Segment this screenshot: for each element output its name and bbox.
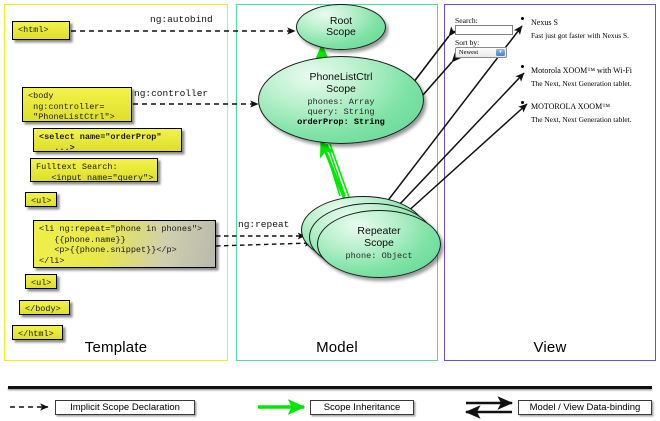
edge-label-repeat: ng:repeat bbox=[238, 219, 290, 230]
code-box-html-open: <html> bbox=[12, 21, 70, 40]
scope-root: Root Scope bbox=[296, 4, 386, 50]
edge-label-autobind: ng:autobind bbox=[150, 14, 213, 25]
phone-name: MOTOROLA XOOM™ bbox=[531, 102, 611, 111]
legend-item-databinding: Model / View Data-binding bbox=[518, 400, 652, 415]
legend-item-inheritance: Scope Inheritance bbox=[310, 400, 414, 415]
scope-root-title: Root Scope bbox=[326, 14, 356, 38]
list-item[interactable]: Nexus S bbox=[531, 12, 558, 30]
list-bullet bbox=[521, 101, 524, 104]
panel-view-label: View bbox=[533, 339, 567, 356]
panel-template-label: Template bbox=[84, 339, 148, 356]
code-box-search-input: Fulltext Search: <input name="query"> bbox=[30, 158, 158, 183]
view-search-label: Search: bbox=[455, 16, 478, 25]
search-input[interactable] bbox=[455, 25, 513, 35]
panel-model-label: Model bbox=[316, 339, 358, 356]
list-item[interactable]: Motorola XOOM™ with Wi-Fi bbox=[531, 60, 632, 78]
sort-by-selected-value: Newest bbox=[459, 49, 479, 56]
view-sort-label: Sort by: bbox=[455, 38, 480, 47]
legend-divider bbox=[8, 386, 652, 389]
code-box-ul-open: <ul> bbox=[25, 192, 57, 207]
code-box-ul-close: <ul> bbox=[25, 274, 57, 289]
chevron-updown-icon: ▾ bbox=[496, 49, 505, 56]
sort-by-select[interactable]: Newest ▾ bbox=[455, 47, 507, 58]
scope-phonelistctrl-title: PhoneListCtrl Scope bbox=[309, 71, 373, 95]
code-box-body-open: <body ng:controller= "PhoneListCtrl"> bbox=[22, 87, 132, 122]
legend-item-implicit: Implicit Scope Declaration bbox=[55, 400, 195, 415]
phone-name: Nexus S bbox=[531, 18, 558, 27]
scope-repeater: Repeater Scope phone: Object bbox=[317, 210, 441, 278]
legend: Implicit Scope Declaration Scope Inherit… bbox=[0, 386, 660, 421]
code-box-html-close: </html> bbox=[12, 325, 63, 340]
phone-name: Motorola XOOM™ with Wi-Fi bbox=[531, 66, 632, 75]
edge-label-controller: ng:controller bbox=[134, 88, 209, 99]
code-box-body-close: </body> bbox=[19, 300, 70, 315]
phone-snippet: Fast just got faster with Nexus S. bbox=[531, 31, 629, 40]
list-bullet bbox=[521, 65, 524, 68]
scope-repeater-title: Repeater Scope bbox=[357, 225, 401, 249]
scope-repeater-props: phone: Object bbox=[345, 251, 413, 262]
code-box-select: <select name="orderProp" ...> bbox=[33, 128, 182, 153]
phone-snippet: The Next, Next Generation tablet. bbox=[531, 79, 632, 88]
code-box-li-repeat: <li ng:repeat="phone in phones"> {{phone… bbox=[33, 220, 216, 268]
list-bullet bbox=[521, 17, 524, 20]
phone-snippet: The Next, Next Generation tablet. bbox=[531, 115, 632, 124]
list-item[interactable]: MOTOROLA XOOM™ bbox=[531, 96, 610, 114]
